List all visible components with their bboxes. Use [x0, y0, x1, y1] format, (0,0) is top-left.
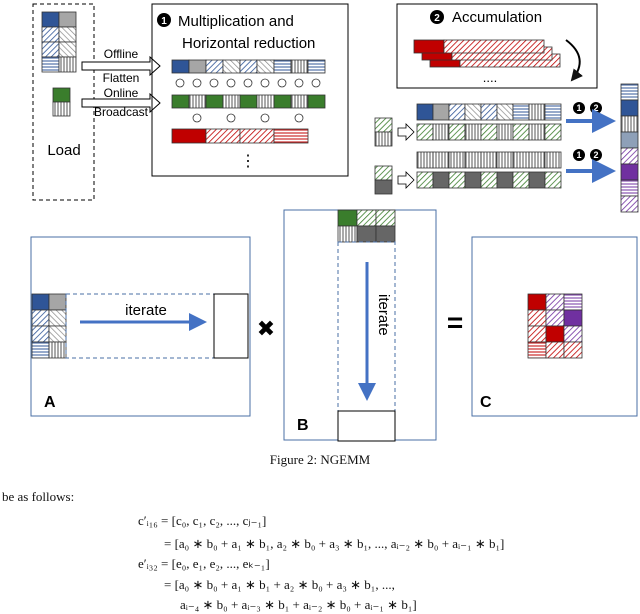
step1-badge-number: 1 — [161, 16, 167, 27]
online-label: Online — [104, 86, 139, 100]
matrix-b-panel — [283, 209, 437, 441]
step1-title-line1: Multiplication and — [178, 13, 294, 30]
load-matrix-a — [41, 11, 77, 73]
step1-vdots: ⋮ — [240, 153, 256, 170]
matrix-a-label: A — [44, 394, 56, 411]
online-broadcast-arrow — [81, 92, 161, 114]
step2-dots: .... — [483, 70, 497, 85]
matrix-a-end-tile — [213, 293, 249, 359]
equation-line-5: aᵢ₋₄ ∗ b₀ + aᵢ₋₃ ∗ b₁ + aᵢ₋₂ ∗ b₀ + aᵢ₋₁… — [180, 597, 417, 612]
row1-badge-1-number: 1 — [576, 103, 581, 113]
step2-badge-number: 2 — [434, 13, 440, 24]
row2-badge-1-number: 1 — [576, 150, 581, 160]
row2-badge-2 — [590, 149, 602, 161]
matrix-b-tile — [337, 209, 396, 243]
row2-badge-1 — [573, 149, 585, 161]
matrix-b-end-tile — [337, 410, 396, 442]
step2-box — [396, 3, 598, 89]
step1-box — [151, 3, 349, 177]
matrix-a-iterate-label: iterate — [125, 302, 167, 319]
step2-title: Accumulation — [452, 9, 542, 26]
load-vector-b — [52, 87, 71, 117]
pair2-arrow — [397, 171, 415, 189]
step2-badge — [430, 10, 444, 24]
equation-line-1: c′ᵢ₁₆ = [c₀, c₁, c₂, ..., cⱼ₋₁] — [138, 513, 267, 528]
multiply-icon: ✖ — [257, 316, 275, 341]
matrix-a-iterate-range — [65, 293, 215, 359]
input-pair-1 — [374, 117, 393, 147]
row-2-bottom — [416, 171, 562, 189]
add-ops — [192, 113, 304, 123]
step1-badge — [157, 13, 171, 27]
matrix-c-panel — [471, 236, 638, 417]
offline-label: Offline — [104, 47, 139, 61]
flattened-row-a — [171, 59, 326, 74]
accumulate-arrow — [565, 39, 583, 82]
load-label: Load — [47, 142, 80, 159]
row-1-bottom — [416, 123, 562, 141]
matrix-c-label: C — [480, 394, 492, 411]
broadcast-label: Broadcast — [94, 105, 149, 119]
offline-flatten-arrow — [81, 55, 161, 77]
equals-icon: = — [447, 307, 463, 338]
multiply-ops — [175, 78, 321, 88]
load-box — [32, 3, 95, 201]
accumulation-stack — [413, 39, 561, 68]
matrix-c-tile — [527, 293, 583, 359]
intro-text: be as follows: — [2, 489, 75, 504]
equation-line-2: = [a₀ ∗ b₀ + a₁ ∗ b₁, a₂ ∗ b₀ + a₃ ∗ b₁,… — [164, 536, 505, 551]
equation-line-3: e′ᵢ₃₂ = [e₀, e₁, e₂, ..., eₖ₋₁] — [138, 556, 270, 571]
input-pair-2 — [374, 165, 393, 195]
matrix-b-label: B — [297, 417, 309, 434]
row1-badge-1 — [573, 102, 585, 114]
equation-line-4: = [a₀ ∗ b₀ + a₁ ∗ b₁ + a₂ ∗ b₀ + a₃ ∗ b₁… — [164, 577, 395, 592]
row-1-top — [416, 103, 562, 121]
ngemm-figure: Load Offline Flatten Online Broadcast 1 … — [30, 3, 639, 442]
row1-badge-2-number: 2 — [593, 103, 598, 113]
matrix-b-iterate-label: iterate — [375, 294, 392, 336]
broadcast-row-b — [171, 94, 326, 109]
row-2-top — [416, 151, 562, 169]
reduced-row — [171, 128, 309, 144]
matrix-a-panel — [30, 236, 251, 417]
flatten-label: Flatten — [103, 71, 140, 85]
figure-caption: Figure 2: NGEMM — [269, 452, 371, 467]
result-column — [620, 83, 639, 213]
matrix-a-tile — [31, 293, 67, 359]
step1-title-line2: Horizontal reduction — [182, 35, 315, 52]
row2-badge-2-number: 2 — [593, 150, 598, 160]
pair1-arrow — [397, 123, 415, 141]
